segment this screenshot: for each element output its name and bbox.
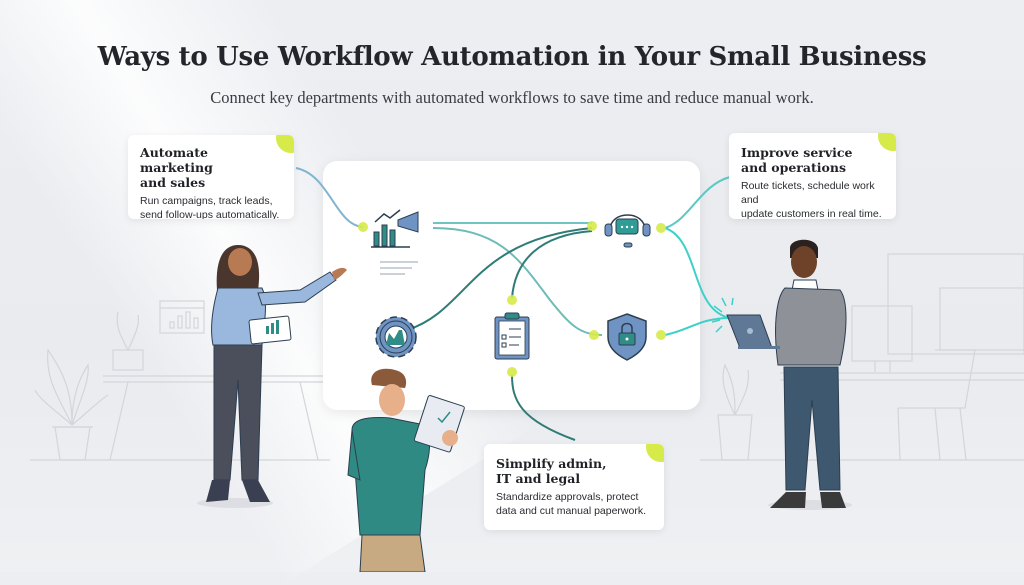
accent-dot (276, 135, 294, 153)
marketing-chart-megaphone-icon (371, 209, 419, 275)
workflow-diagram (295, 167, 731, 441)
operations-gear-factory-icon (375, 316, 417, 358)
man-with-clipboard (347, 368, 465, 572)
card-body-line2: data and cut manual paperwork. (496, 505, 647, 517)
customer-support-headset-icon (604, 214, 651, 248)
connector-node (358, 222, 368, 232)
card-title-line2: IT and legal (496, 471, 581, 486)
page-title: Ways to Use Workflow Automation in Your … (97, 42, 927, 72)
card-title: Simplify admin, (496, 456, 607, 471)
card-body: Standardize approvals, protect (496, 491, 639, 503)
security-shield-lock-icon (607, 313, 647, 361)
card-title-line2: and sales (140, 175, 206, 190)
card-body: Route tickets, schedule work and (741, 180, 875, 206)
man-with-laptop (711, 239, 852, 510)
woman-presenting-tablet (197, 245, 347, 508)
card-body-line2: send follow-ups automatically. (140, 209, 280, 219)
card-admin-it-legal: Simplify admin,IT and legal Standardize … (484, 444, 664, 530)
card-title-line2: and operations (741, 160, 846, 175)
people-illustrations (197, 239, 852, 572)
accent-dot (878, 133, 896, 151)
card-title: Improve service (741, 145, 853, 160)
card-title: Automate marketing (140, 145, 213, 175)
admin-clipboard-checklist-icon (494, 312, 530, 360)
office-background (30, 253, 1024, 461)
card-body-line2: update customers in real time. (741, 208, 882, 219)
accent-dot (646, 444, 664, 462)
card-body: Run campaigns, track leads, (140, 195, 273, 207)
page-subtitle: Connect key departments with automated w… (210, 88, 814, 107)
